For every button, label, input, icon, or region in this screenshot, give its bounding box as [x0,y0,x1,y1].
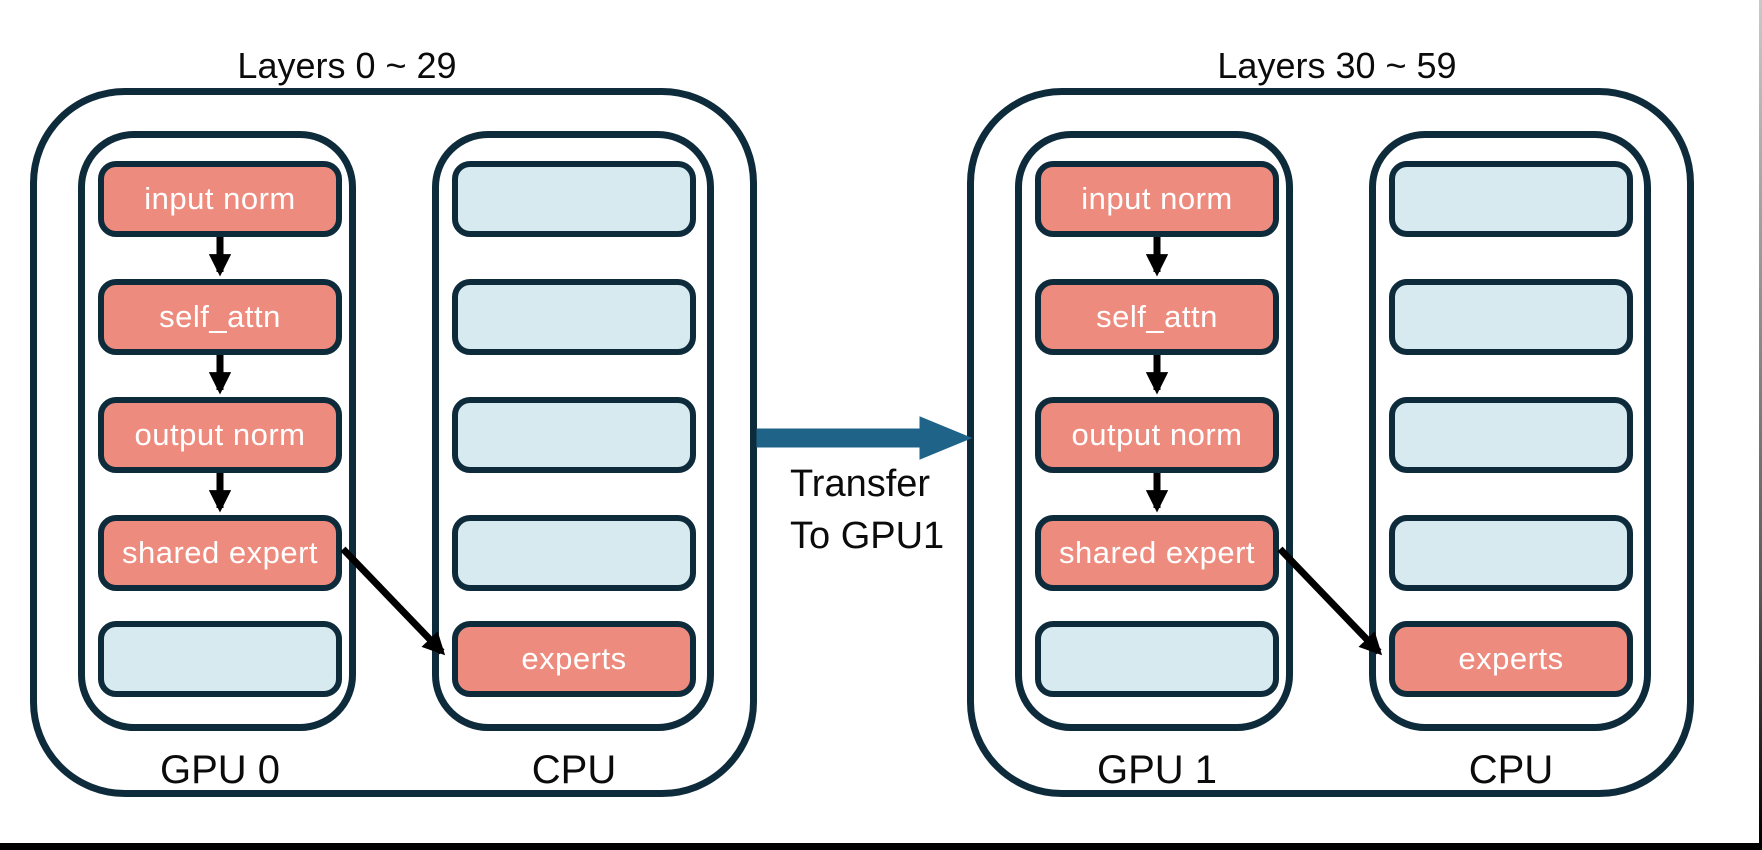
module-box-self-attn: self_attn [98,279,342,355]
device-label-gpu1: GPU 1 [1096,748,1218,792]
layers-range-title-left: Layers 0 ~ 29 [237,45,457,86]
module-box-output-norm: output norm [98,397,342,473]
module-box-input-norm: input norm [1035,161,1279,237]
module-box-placeholder [452,515,696,591]
device-label-cpu-left: CPU [531,748,617,792]
transfer-arrow [756,416,973,460]
module-box-placeholder [1389,397,1633,473]
module-box-input-norm: input norm [98,161,342,237]
module-box-experts: experts [452,621,696,697]
layers-range-title-right: Layers 30 ~ 59 [1217,45,1457,86]
transfer-caption: Transfer To GPU1 [790,458,1010,562]
module-box-placeholder [452,161,696,237]
module-box-placeholder [452,279,696,355]
module-box-shared-expert: shared expert [1035,515,1279,591]
module-box-shared-expert: shared expert [98,515,342,591]
module-box-output-norm: output norm [1035,397,1279,473]
module-box-placeholder [1389,161,1633,237]
module-box-placeholder [1035,621,1279,697]
transfer-caption-line2: To GPU1 [790,515,945,557]
device-label-gpu0: GPU 0 [159,748,281,792]
right-frame-line [1759,0,1762,843]
module-box-experts: experts [1389,621,1633,697]
module-box-placeholder [1389,515,1633,591]
module-box-self-attn: self_attn [1035,279,1279,355]
module-box-placeholder [98,621,342,697]
module-box-placeholder [452,397,696,473]
module-box-placeholder [1389,279,1633,355]
transfer-caption-line1: Transfer [790,463,931,505]
bottom-frame-line [0,843,1762,850]
device-label-cpu-right: CPU [1468,748,1554,792]
